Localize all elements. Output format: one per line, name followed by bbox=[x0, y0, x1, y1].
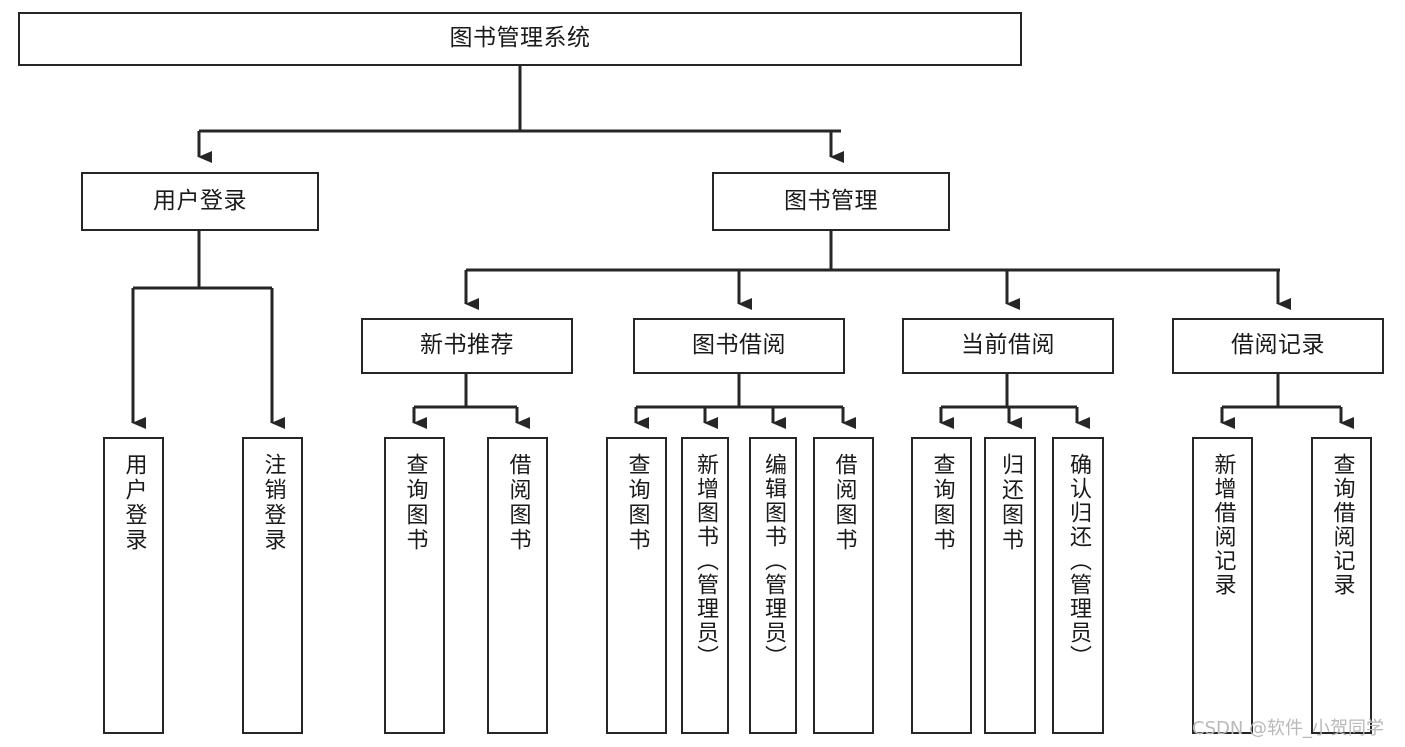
node-label-book-manage: 图书管理 bbox=[784, 187, 878, 214]
node-leaf-query-book-recommend[interactable]: 查询图书 bbox=[384, 437, 445, 734]
node-label-user-login: 用户登录 bbox=[153, 187, 247, 214]
node-label-book-borrow: 图书借阅 bbox=[692, 332, 786, 359]
node-label-leaf-user-login: 用户登录 bbox=[121, 453, 147, 553]
node-label-leaf-confirm-return-admin: 确认归还（管理员） bbox=[1066, 453, 1091, 669]
node-label-leaf-add-borrow-record: 新增借阅记录 bbox=[1210, 453, 1236, 597]
node-label-leaf-borrow-book: 借阅图书 bbox=[831, 453, 857, 553]
node-leaf-confirm-return-admin[interactable]: 确认归还（管理员） bbox=[1052, 437, 1104, 734]
node-label-leaf-add-book-admin: 新增图书（管理员） bbox=[693, 453, 718, 669]
node-current-borrow[interactable]: 当前借阅 bbox=[902, 318, 1114, 374]
node-leaf-borrow-book-recommend[interactable]: 借阅图书 bbox=[487, 437, 548, 734]
node-new-book-recommend[interactable]: 新书推荐 bbox=[361, 318, 573, 374]
node-book-borrow[interactable]: 图书借阅 bbox=[633, 318, 845, 374]
node-leaf-query-book-borrow[interactable]: 查询图书 bbox=[606, 437, 667, 734]
node-label-leaf-query-book-recommend: 查询图书 bbox=[402, 453, 428, 553]
node-label-new-book-recommend: 新书推荐 bbox=[420, 332, 514, 359]
node-label-leaf-query-borrow-record: 查询借阅记录 bbox=[1329, 453, 1355, 597]
node-label-root: 图书管理系统 bbox=[449, 25, 591, 52]
node-label-leaf-return-book: 归还图书 bbox=[998, 453, 1023, 553]
node-leaf-return-book[interactable]: 归还图书 bbox=[984, 437, 1036, 734]
node-root-book-management-system[interactable]: 图书管理系统 bbox=[18, 12, 1022, 66]
node-user-login[interactable]: 用户登录 bbox=[81, 172, 319, 231]
node-label-leaf-borrow-book-recommend: 借阅图书 bbox=[505, 453, 531, 553]
node-label-leaf-query-book-borrow: 查询图书 bbox=[624, 453, 650, 553]
node-book-manage[interactable]: 图书管理 bbox=[712, 172, 950, 231]
node-leaf-add-borrow-record[interactable]: 新增借阅记录 bbox=[1192, 437, 1253, 734]
node-label-leaf-query-book-current: 查询图书 bbox=[929, 453, 955, 553]
node-leaf-user-login[interactable]: 用户登录 bbox=[103, 437, 164, 734]
node-label-borrow-record: 借阅记录 bbox=[1231, 332, 1325, 359]
node-label-current-borrow: 当前借阅 bbox=[961, 332, 1055, 359]
csdn-watermark: CSDN @软件_小贺同学 bbox=[1192, 718, 1385, 739]
node-label-leaf-logout-login: 注销登录 bbox=[260, 453, 286, 553]
node-label-leaf-edit-book-admin: 编辑图书（管理员） bbox=[761, 453, 786, 669]
node-leaf-add-book-admin[interactable]: 新增图书（管理员） bbox=[681, 437, 729, 734]
node-leaf-borrow-book[interactable]: 借阅图书 bbox=[813, 437, 874, 734]
node-leaf-edit-book-admin[interactable]: 编辑图书（管理员） bbox=[749, 437, 797, 734]
node-leaf-query-book-current[interactable]: 查询图书 bbox=[911, 437, 972, 734]
node-leaf-logout-login[interactable]: 注销登录 bbox=[242, 437, 303, 734]
node-leaf-query-borrow-record[interactable]: 查询借阅记录 bbox=[1311, 437, 1372, 734]
node-borrow-record[interactable]: 借阅记录 bbox=[1172, 318, 1384, 374]
